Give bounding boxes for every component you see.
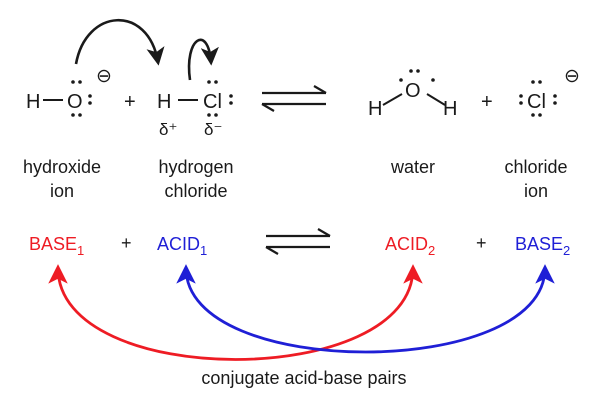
plus-sign-top-1: + [124,91,136,113]
equilibrium-arrows-bottom [265,228,331,255]
chloride-name-line1: chloride [504,157,567,177]
conjugate-pair-arrow-blue [176,264,555,354]
hydroxide-name-line2: ion [50,181,74,201]
chloride-lone-pairs [519,80,557,117]
chloride-cl-atom: Cl [527,91,546,113]
base2-label: BASE2 [515,234,570,258]
plus-sign-top-2: + [481,91,493,113]
hydroxide-name-line1: hydroxide [23,157,101,177]
chloride-ion: Cl ⊖ [519,66,580,117]
chloride-charge: ⊖ [564,66,580,87]
water-lone-pairs [399,69,435,82]
hcl-lone-pairs [207,80,233,117]
hydroxide-charge: ⊖ [96,66,112,87]
partial-positive-charge: δ⁺ [159,120,177,139]
water-h-atom-right: H [443,98,457,120]
equilibrium-arrows-top [261,85,327,112]
hcl-name-line2: chloride [164,181,227,201]
water-bond-left [382,93,403,106]
water-bond-right [426,93,446,106]
hcl-name-line1: hydrogen [158,157,233,177]
chloride-name-line2: ion [524,181,548,201]
water-name: water [390,157,435,177]
partial-negative-charge: δ⁻ [204,120,222,139]
water-h-atom-left: H [368,98,382,120]
caption: conjugate acid-base pairs [201,368,406,388]
acid2-label: ACID2 [385,234,435,258]
hcl-cl-atom: Cl [203,91,222,113]
plus-sign-bottom-1: + [121,233,132,253]
hydroxide-o-atom: O [67,91,83,113]
hydroxide-h-atom: H [26,91,40,113]
electron-arrow-oh-to-h [74,18,165,66]
acid1-label: ACID1 [157,234,207,258]
hcl-h-atom: H [157,91,171,113]
hydroxide-ion: H O ⊖ [26,66,112,117]
hydroxide-lone-pairs [71,80,92,117]
electron-arrow-bond-to-cl [187,38,219,81]
water-molecule: O H H [368,69,457,120]
plus-sign-bottom-2: + [476,233,487,253]
base1-label: BASE1 [29,234,84,258]
conjugate-pair-arrow-red [48,264,423,361]
hydrogen-chloride: H Cl δ⁺ δ⁻ [157,80,233,139]
water-o-atom: O [405,80,421,102]
